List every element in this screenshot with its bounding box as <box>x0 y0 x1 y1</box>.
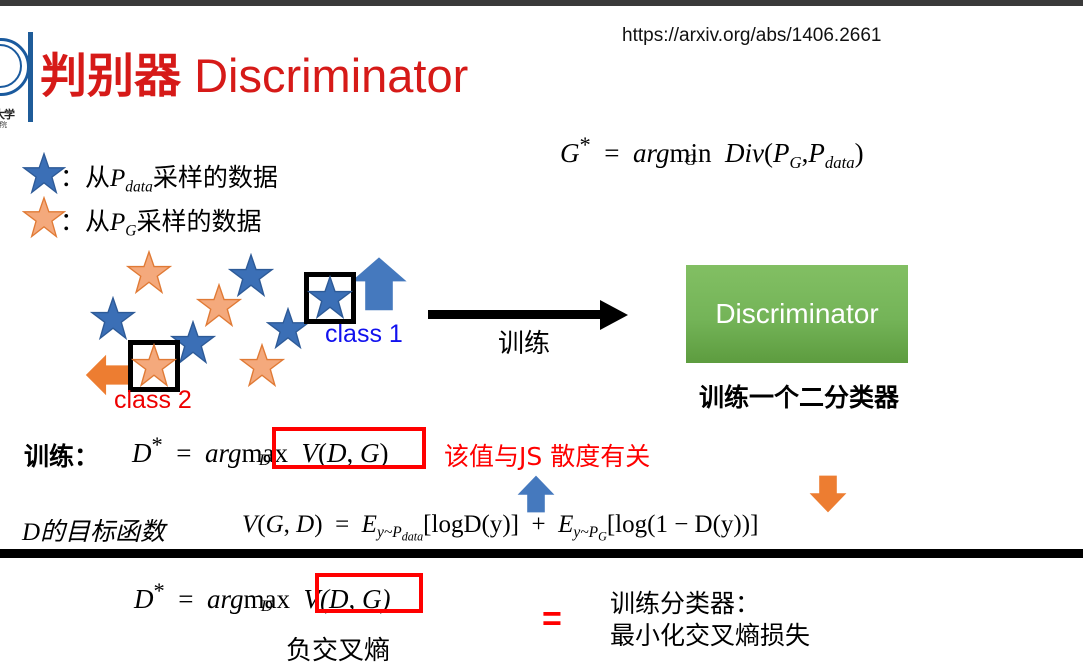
scatter-star-blue <box>228 253 274 298</box>
scatter-star-blue <box>90 296 136 341</box>
legend-star-orange <box>22 196 66 239</box>
flow-arrow-label: 训练 <box>498 329 551 359</box>
classifier-note-line2: 最小化交叉熵损失 <box>610 621 811 650</box>
red-highlight-box-bottom <box>315 573 423 613</box>
scatter-star-orange <box>126 250 172 295</box>
blue-up-arrow <box>351 257 407 311</box>
training-label: 训练： <box>24 442 100 471</box>
scatter-star-orange <box>196 283 242 328</box>
title-accent-bar <box>28 32 33 122</box>
equals-sign: = <box>542 600 562 638</box>
logo-subtext: 学院 <box>0 122 7 129</box>
page-title-en: Discriminator <box>194 49 469 102</box>
section-divider <box>0 549 1083 558</box>
classifier-note-line1: 训练分类器： <box>610 589 761 618</box>
highlight-box-class1 <box>304 272 356 324</box>
flow-arrow-line <box>428 310 608 319</box>
red-highlight-box-training <box>272 427 426 469</box>
class2-label: class 2 <box>114 386 192 414</box>
orange-left-arrow <box>85 354 129 396</box>
page-title-cn: 判别器 <box>40 49 181 104</box>
discriminator-box: Discriminator <box>686 265 908 363</box>
js-divergence-note: 该值与JS 散度有关 <box>444 442 651 471</box>
scatter-star-orange <box>239 343 285 388</box>
highlight-box-class2 <box>128 340 180 392</box>
discriminator-caption: 训练一个二分类器 <box>698 383 899 412</box>
scatter-star-blue <box>266 307 310 350</box>
legend-item-pdata: ：从Pdata采样的数据 <box>60 163 278 196</box>
legend-item-pg: ：从PG采样的数据 <box>60 207 262 240</box>
discriminator-box-label: Discriminator <box>715 297 879 329</box>
negative-cross-entropy-label: 负交叉熵 <box>286 636 391 666</box>
logo-text: 大学 <box>0 109 15 121</box>
objective-formula: V(G, D) = Ey~Pdata[logD(y)] + Ey~PG[log(… <box>242 511 759 545</box>
orange-down-arrow-objective <box>809 475 847 513</box>
legend-star-blue <box>22 152 66 195</box>
flow-arrow-head <box>600 300 628 330</box>
scatter-star-blue <box>170 320 216 365</box>
objective-label: D的目标函数 <box>22 519 166 546</box>
university-logo: 大学 学院 <box>0 30 30 140</box>
blue-up-arrow-objective <box>517 475 555 513</box>
classifier-note: 训练分类器： 最小化交叉熵损失 <box>610 588 810 652</box>
paper-url[interactable]: https://arxiv.org/abs/1406.2661 <box>622 25 882 46</box>
class1-label: class 1 <box>325 320 403 348</box>
top-bar <box>0 0 1083 6</box>
page-title: 判别器 Discriminator <box>40 52 468 100</box>
